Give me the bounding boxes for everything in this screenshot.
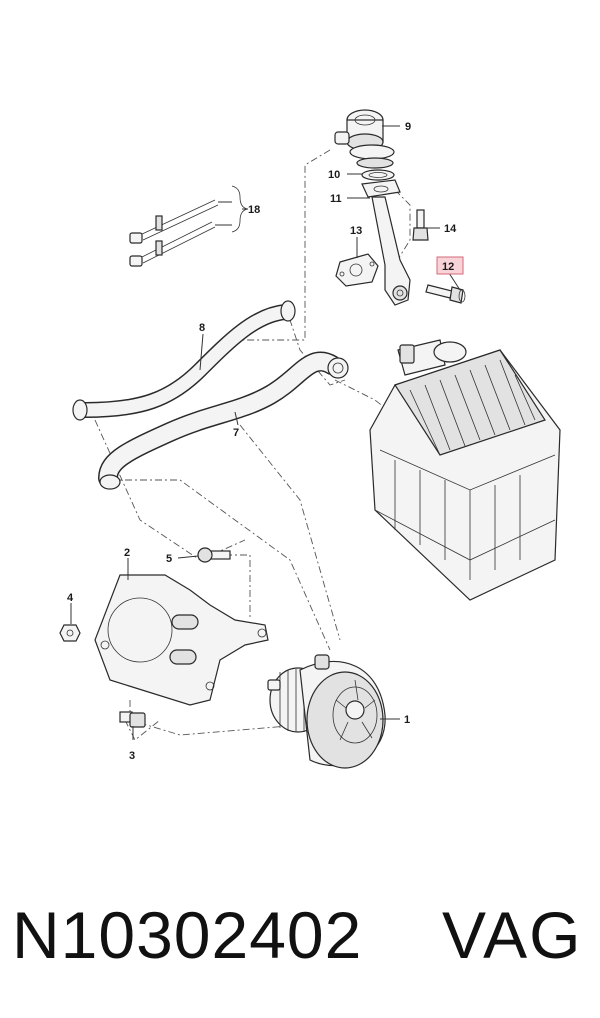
callout-8: 8	[199, 322, 205, 334]
callout-2: 2	[124, 547, 130, 559]
callout-7: 7	[233, 427, 239, 439]
part-14-bolt	[412, 209, 429, 241]
callout-4: 4	[67, 592, 74, 604]
callout-11: 11	[330, 193, 342, 205]
part-9-combination-valve	[334, 109, 395, 169]
part-number: N10302402	[12, 898, 363, 972]
callout-13: 13	[350, 225, 362, 237]
part-13-gasket-plate	[335, 253, 379, 287]
callout-12-highlight	[436, 256, 464, 275]
callout-18: 18	[248, 204, 260, 216]
part-5-screw	[197, 547, 231, 563]
callout-1: 1	[404, 714, 410, 726]
brand-label: VAG	[442, 898, 583, 972]
part-2-bracket	[94, 574, 269, 706]
callout-14: 14	[444, 223, 457, 235]
leader-lines	[70, 125, 461, 740]
exploded-parts-diagram: 9 10 11 13 14 12 18 8 7 2 5 4 3 1	[59, 109, 561, 769]
part-10-gasket	[361, 169, 395, 181]
callout-5: 5	[166, 553, 172, 565]
part-11-flange-pipe	[361, 179, 411, 306]
air-filter-housing	[369, 339, 561, 601]
part-3-plug	[119, 711, 146, 728]
callout-12: 12	[442, 261, 454, 273]
callout-9: 9	[405, 121, 411, 133]
callout-labels: 9 10 11 13 14 12 18 8 7 2 5 4 3 1	[67, 121, 457, 762]
part-1-secondary-air-pump	[267, 654, 386, 769]
part-12-bolt	[425, 284, 466, 304]
part-4-nut	[59, 624, 81, 642]
part-18-cable-ties	[129, 199, 219, 267]
part-8-upper-hose	[72, 300, 296, 421]
part-7-lower-hose	[98, 351, 349, 490]
callout-10: 10	[328, 169, 340, 181]
callout-3: 3	[129, 750, 135, 762]
footer: N10302402 VAG	[0, 890, 600, 990]
